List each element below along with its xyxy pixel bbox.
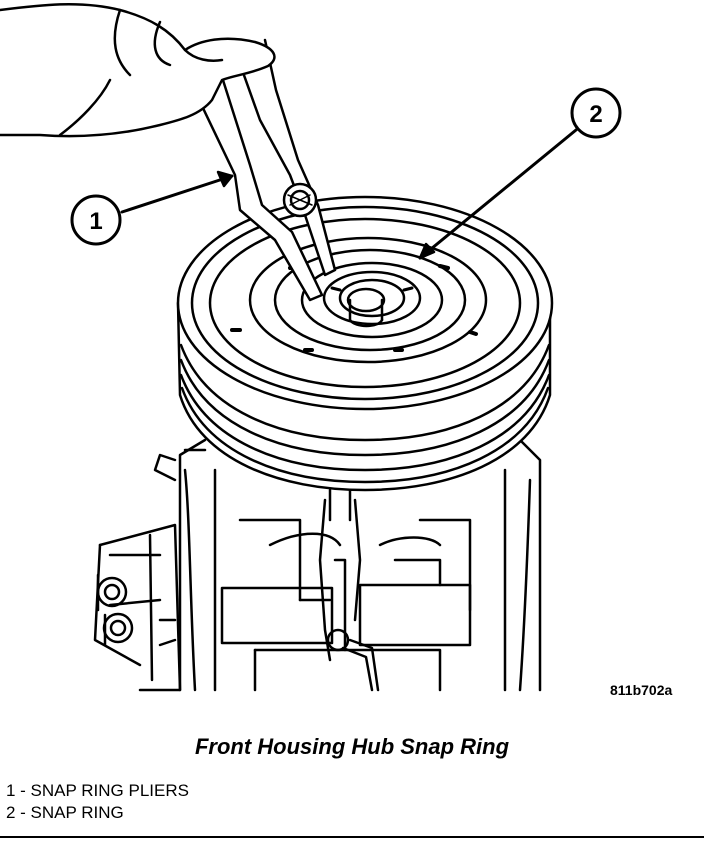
bottom-rule	[0, 836, 704, 838]
pulley	[176, 195, 554, 492]
callout-2-number: 2	[589, 101, 602, 128]
mounting-bracket	[93, 523, 182, 692]
figure-id: 811b702a	[610, 682, 673, 698]
callout-1-number: 1	[89, 208, 102, 235]
legend-item-snap-ring-pliers: 1 - SNAP RING PLIERS	[6, 781, 189, 800]
legend: 1 - SNAP RING PLIERS 2 - SNAP RING	[6, 780, 189, 824]
figure-caption: Front Housing Hub Snap Ring	[194, 734, 510, 759]
wire-harness	[318, 488, 380, 692]
callout-2: 2	[570, 87, 622, 139]
leader-lines	[120, 128, 578, 260]
callout-1: 1	[70, 194, 122, 246]
compressor-illustration: 1 2	[0, 2, 622, 692]
hand	[0, 2, 276, 138]
snap-ring-pliers	[178, 38, 337, 302]
compressor-body	[153, 438, 542, 692]
legend-item-snap-ring: 2 - SNAP RING	[6, 803, 124, 822]
